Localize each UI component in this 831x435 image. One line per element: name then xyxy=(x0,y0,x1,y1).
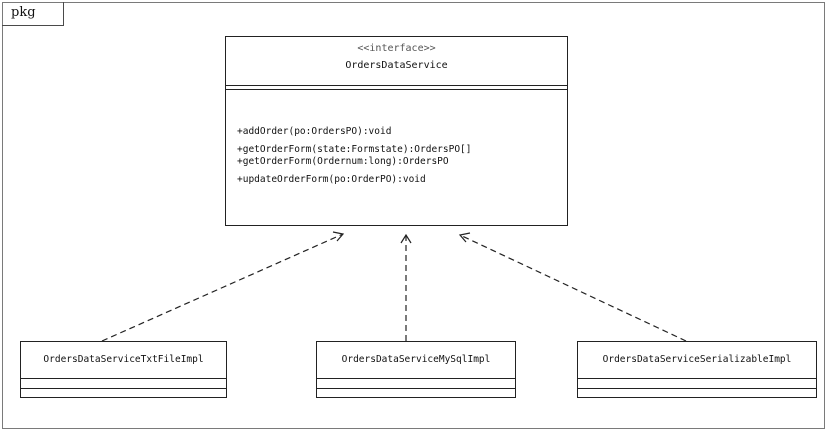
package-label: pkg xyxy=(2,2,64,26)
impl-class-serializable: OrdersDataServiceSerializableImpl xyxy=(577,341,817,398)
attributes-divider xyxy=(226,85,567,86)
interface-class-box: <<interface>> OrdersDataService +addOrde… xyxy=(225,36,568,226)
class-divider xyxy=(21,388,226,389)
operation-item: +updateOrderForm(po:OrderPO):void xyxy=(237,174,426,185)
arrowhead-txtfile xyxy=(332,231,345,242)
realization-line-serializable xyxy=(459,234,687,342)
arrowhead-serializable xyxy=(458,232,471,243)
class-divider xyxy=(578,378,816,379)
interface-stereotype: <<interface>> xyxy=(357,43,436,54)
operations-divider xyxy=(226,89,567,90)
impl-class-mysql: OrdersDataServiceMySqlImpl xyxy=(316,341,516,398)
class-divider xyxy=(317,388,515,389)
class-divider xyxy=(317,378,515,379)
realization-line-txtfile xyxy=(101,233,344,342)
arrowhead-mysql xyxy=(400,233,412,244)
impl-class-name: OrdersDataServiceMySqlImpl xyxy=(341,354,491,365)
operation-item: +getOrderForm(Ordernum:long):OrdersPO xyxy=(237,156,449,167)
operation-item: +addOrder(po:OrdersPO):void xyxy=(237,126,392,137)
operations-list: +addOrder(po:OrdersPO):void +getOrderFor… xyxy=(237,126,472,186)
impl-class-name: OrdersDataServiceSerializableImpl xyxy=(602,354,792,365)
operation-item: +getOrderForm(state:Formstate):OrdersPO[… xyxy=(237,144,472,155)
class-divider xyxy=(21,378,226,379)
impl-class-name: OrdersDataServiceTxtFileImpl xyxy=(43,354,204,365)
impl-class-txtfile: OrdersDataServiceTxtFileImpl xyxy=(20,341,227,398)
package-frame xyxy=(2,2,825,429)
class-divider xyxy=(578,388,816,389)
interface-name: OrdersDataService xyxy=(345,60,448,71)
